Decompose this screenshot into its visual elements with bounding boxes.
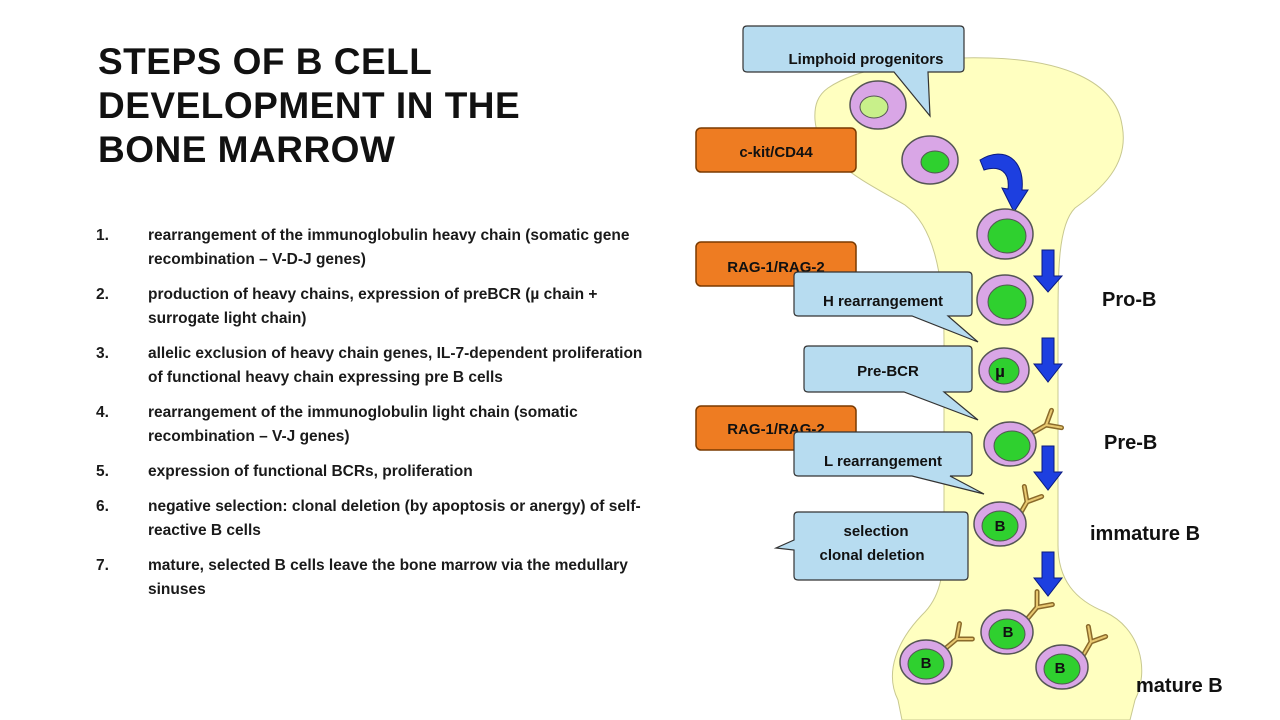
callout-pre-bcr-label: Pre-BCR <box>857 363 919 380</box>
step-item: 1. rearrangement of the immunoglobulin he… <box>96 224 656 272</box>
step-text: rearrangement of the immunoglobulin heav… <box>148 227 630 268</box>
down-arrow-icon <box>1032 337 1064 383</box>
mu-label: µ <box>995 362 1005 381</box>
b-label: B <box>921 655 932 672</box>
step-text: allelic exclusion of heavy chain genes, … <box>148 345 643 386</box>
down-arrow-icon <box>1032 551 1064 597</box>
callout-limphoid-label: Limphoid progenitors <box>789 51 944 68</box>
immature-b-cell: B <box>973 486 1042 547</box>
b-label: B <box>1003 624 1014 641</box>
callout-h-rearrangement: H rearrangement <box>793 271 979 343</box>
mature-b-cell: B <box>899 624 972 685</box>
step-text: expression of functional BCRs, prolifera… <box>148 463 473 480</box>
callout-selection-label-1: selection <box>843 523 908 540</box>
progenitor-cell <box>849 80 907 130</box>
mature-b-cell: B <box>1035 626 1106 690</box>
down-arrow-icon <box>1032 445 1064 491</box>
page-title: STEPS OF B CELL DEVELOPMENT IN THE BONE … <box>98 40 658 172</box>
pro-b-cell <box>976 208 1034 260</box>
callout-limphoid-progenitors: Limphoid progenitors <box>742 25 965 118</box>
progenitor-cell <box>901 135 959 185</box>
step-number: 2. <box>96 286 109 303</box>
b-label: B <box>1055 660 1066 677</box>
marker-ckit-label: c-kit/CD44 <box>739 144 813 161</box>
stage-label-pre-b: Pre-B <box>1104 432 1157 454</box>
marker-ckit-cd44: c-kit/CD44 <box>695 127 857 173</box>
title-line-1: STEPS OF B CELL <box>98 41 433 82</box>
step-item: 3. allelic exclusion of heavy chain genes… <box>96 342 656 390</box>
callout-h-label: H rearrangement <box>823 293 943 310</box>
callout-selection: selection clonal deletion <box>773 511 969 581</box>
steps-list: 1. rearrangement of the immunoglobulin he… <box>96 224 656 613</box>
mature-b-cell: B <box>980 592 1052 655</box>
step-item: 5. expression of functional BCRs, prolife… <box>96 460 656 484</box>
step-item: 4. rearrangement of the immunoglobulin li… <box>96 401 656 449</box>
step-text: negative selection: clonal deletion (by … <box>148 498 641 539</box>
curved-arrow-icon <box>979 153 1029 214</box>
step-number: 3. <box>96 345 109 362</box>
step-text: production of heavy chains, expression o… <box>148 286 598 327</box>
down-arrow-icon <box>1032 249 1064 293</box>
stage-label-immature-b: immature B <box>1090 523 1200 545</box>
title-line-2: DEVELOPMENT IN THE <box>98 85 521 126</box>
bone-marrow-shape <box>814 57 1143 720</box>
b-label: B <box>995 518 1006 535</box>
step-text: mature, selected B cells leave the bone … <box>148 557 628 598</box>
pre-b-cell-mu: µ <box>978 347 1030 393</box>
stage-label-mature-b: mature B <box>1136 675 1223 697</box>
step-number: 4. <box>96 404 109 421</box>
callout-selection-label-2: clonal deletion <box>819 547 924 564</box>
callout-l-label: L rearrangement <box>824 453 942 470</box>
stage-label-pro-b: Pro-B <box>1102 289 1156 311</box>
step-item: 6. negative selection: clonal deletion (b… <box>96 495 656 543</box>
step-item: 2. production of heavy chains, expression… <box>96 283 656 331</box>
step-item: 7. mature, selected B cells leave the bon… <box>96 554 656 602</box>
step-number: 5. <box>96 463 109 480</box>
step-number: 6. <box>96 498 109 515</box>
callout-pre-bcr: Pre-BCR <box>803 345 979 421</box>
step-text: rearrangement of the immunoglobulin ligh… <box>148 404 578 445</box>
pre-b-cell <box>983 410 1062 467</box>
step-number: 7. <box>96 557 109 574</box>
title-line-3: BONE MARROW <box>98 129 396 170</box>
pro-b-cell <box>976 274 1034 326</box>
callout-l-rearrangement: L rearrangement <box>793 431 985 495</box>
step-number: 1. <box>96 227 109 244</box>
